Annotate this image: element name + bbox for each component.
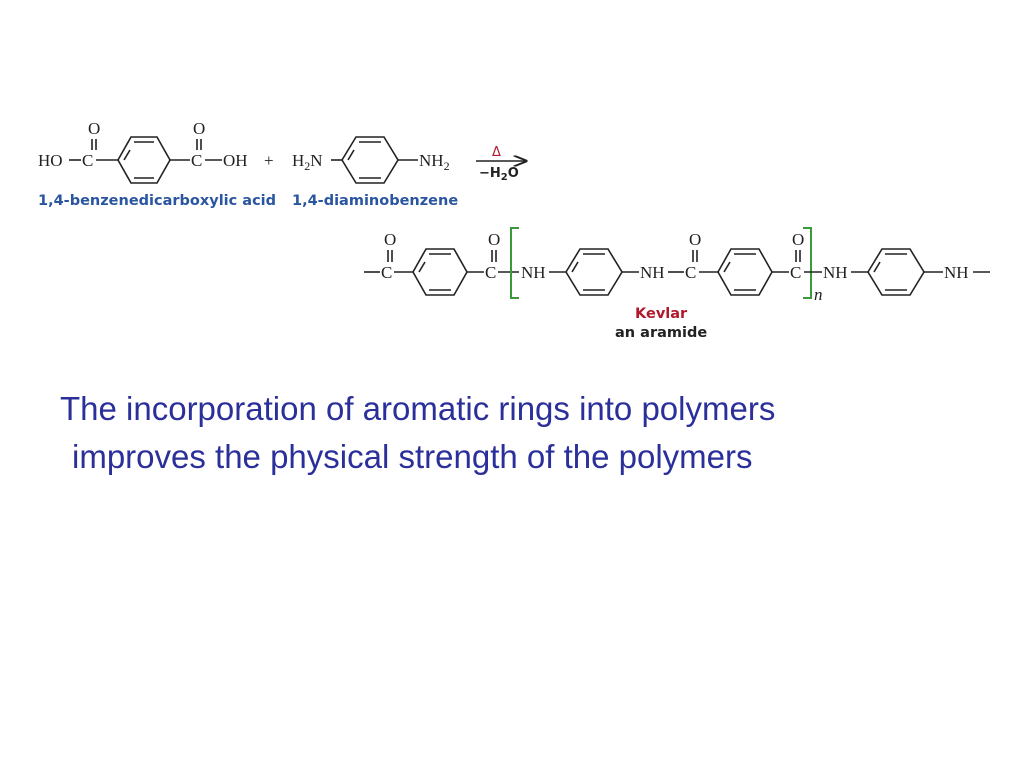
benzene-ring xyxy=(565,248,623,296)
carbonyl-oxygen: O xyxy=(384,230,396,249)
carbonyl-oxygen-right: O xyxy=(193,119,205,138)
amide-nh: NH xyxy=(944,263,969,282)
benzene-ring xyxy=(717,248,773,296)
amide-nh: NH xyxy=(823,263,848,282)
benzene-ring xyxy=(412,248,468,296)
kevlar-label: Kevlar xyxy=(635,306,688,322)
caption-line-1: The incorporation of aromatic rings into… xyxy=(60,390,776,427)
water-loss-label: −H2O xyxy=(479,166,519,183)
carbonyl-oxygen: O xyxy=(488,230,500,249)
carbonyl-oxygen: O xyxy=(792,230,804,249)
caption-line-2: improves the physical strength of the po… xyxy=(72,438,753,475)
aramide-label: an aramide xyxy=(615,325,707,341)
benzene-ring xyxy=(117,136,171,184)
reactant-terephthalic-acid: HO C O C O OH 1,4-benzenedicarboxylic ac… xyxy=(38,119,276,209)
reactant1-name: 1,4-benzenedicarboxylic acid xyxy=(38,193,276,209)
repeat-bracket-left xyxy=(510,227,519,299)
carbonyl-carbon: C xyxy=(381,263,392,282)
benzene-ring xyxy=(867,248,925,296)
carbonyl-carbon: C xyxy=(685,263,696,282)
oh-group: OH xyxy=(223,151,248,170)
repeat-bracket-right xyxy=(803,227,812,299)
h2n-group: H2N xyxy=(292,151,323,173)
reaction-arrow: Δ −H2O xyxy=(476,145,526,183)
amide-nh: NH xyxy=(640,263,665,282)
product-kevlar: C O C O NH NH C O xyxy=(364,227,990,341)
carbonyl-oxygen: O xyxy=(689,230,701,249)
heat-symbol: Δ xyxy=(492,145,501,160)
plus-sign: + xyxy=(264,151,274,170)
carbonyl-carbon-left: C xyxy=(82,151,93,170)
ho-group: HO xyxy=(38,151,63,170)
repeat-count-n: n xyxy=(814,285,823,304)
carbonyl-carbon: C xyxy=(485,263,496,282)
reactant2-name: 1,4-diaminobenzene xyxy=(292,193,458,209)
benzene-ring xyxy=(341,136,399,184)
reaction-scheme: HO C O C O OH 1,4-benzenedicarboxylic ac… xyxy=(38,119,990,341)
caption: The incorporation of aromatic rings into… xyxy=(60,385,1000,481)
amide-nh: NH xyxy=(521,263,546,282)
nh2-group: NH2 xyxy=(419,151,450,173)
carbonyl-carbon: C xyxy=(790,263,801,282)
reactant-diaminobenzene: H2N NH2 1,4-diaminobenzene xyxy=(292,136,458,209)
carbonyl-oxygen-left: O xyxy=(88,119,100,138)
carbonyl-carbon-right: C xyxy=(191,151,202,170)
